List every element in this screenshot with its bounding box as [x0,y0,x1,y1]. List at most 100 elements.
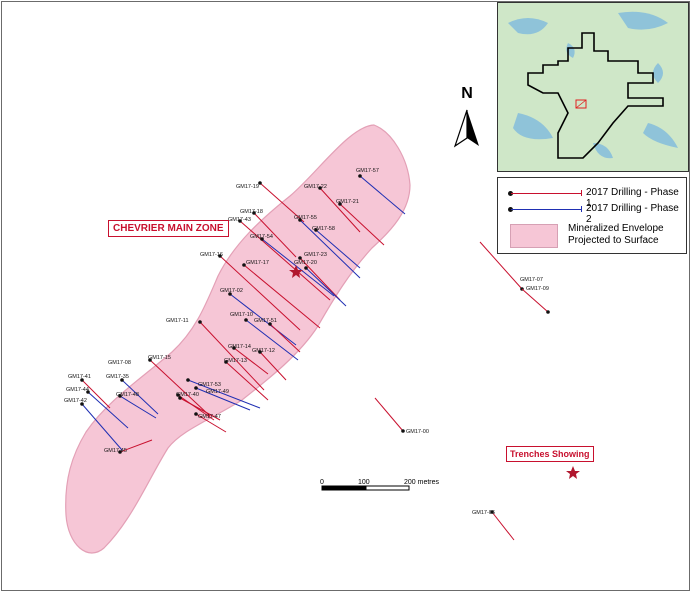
drill-collar [304,266,308,270]
drill-hole-label: GM17-06 [472,510,495,516]
drill-collar [358,174,362,178]
drill-trace [229,293,297,346]
drill-hole-label: GM17-17 [246,260,269,266]
drill-trace [339,203,385,246]
drill-trace [243,264,321,329]
drill-trace [199,321,265,391]
drill-hole-label: GM17-48 [116,392,139,398]
drill-hole-label: GM17-41 [68,374,91,380]
drill-trace [81,403,123,451]
drill-collar [314,228,318,232]
drill-hole-label: GM17-19 [236,184,259,190]
drill-collar [238,219,242,223]
scale-zero: 0 [320,479,324,486]
drill-collar [318,186,322,190]
drill-collar [268,322,272,326]
north-label: N [461,85,473,102]
drill-trace [319,187,361,233]
drill-collar [186,378,190,382]
drill-hole-label: GM17-16 [200,252,223,258]
drill-collar [232,346,236,350]
drill-collar [118,394,122,398]
drill-hole-label: GM17-53 [198,382,221,388]
drill-collar [178,396,182,400]
drill-collar [260,237,264,241]
drill-hole-label: GM17-21 [336,199,359,205]
mineralized-envelope [65,124,411,554]
drill-trace [521,288,549,313]
drill-collar [244,318,248,322]
drill-hole-label: GM17-47 [198,414,221,420]
drill-trace [269,323,301,353]
drill-trace [119,395,157,419]
drill-collar [252,211,256,215]
drill-trace [195,387,251,411]
drill-trace [491,511,515,541]
drill-trace [305,267,347,307]
drill-trace [121,379,159,415]
red-star-icon [289,265,303,278]
drill-trace [219,255,301,331]
drill-hole-label: GM17-18 [240,209,263,215]
drill-collar [194,386,198,390]
north-arrow-icon [453,109,479,148]
inset-location-map [497,2,689,172]
drill-trace [81,379,111,409]
phase2-line-swatch [511,209,581,210]
drill-trace [233,347,269,375]
drill-collar [490,510,494,514]
phase1-line-swatch [511,193,581,194]
collar-dot-icon [508,191,513,196]
drill-hole-label: GM17-13 [224,358,247,364]
drill-trace [299,219,361,279]
drill-collar [298,256,302,260]
scale-mid: 100 [358,479,370,486]
legend-phase2-label: 2017 Drilling - Phase 2 [586,203,679,225]
drill-hole-label: GM17-00 [406,429,429,435]
drill-collar [242,263,246,267]
drill-hole-label: GM17-35 [106,374,129,380]
drill-trace [261,238,335,297]
drill-collar [120,378,124,382]
drill-hole-label: GM17-14 [228,344,251,350]
drill-collar [298,218,302,222]
drill-trace [177,394,215,421]
legend-envelope-line1: Mineralized Envelope [568,223,664,234]
drill-hole-label: GM17-55 [294,215,317,221]
inset-map-graphic [498,3,688,171]
legend-envelope-line2: Projected to Surface [568,235,659,246]
drill-hole-label: GM17-43 [228,217,251,223]
red-star-icon [566,466,580,479]
drill-collar [258,181,262,185]
drill-trace [359,175,406,215]
drill-hole-label: GM17-51 [254,318,277,324]
drill-trace [119,439,153,453]
drill-hole-label: GM17-44 [66,387,89,393]
phase1-cap [581,190,582,196]
scale-bar [321,485,410,491]
drill-trace [259,351,287,381]
drill-hole-label: GM17-07 [520,277,543,283]
drill-hole-label: GM17-57 [356,168,379,174]
drill-trace [245,319,299,361]
drill-trace [253,212,297,258]
drill-hole-label: GM17-02 [220,288,243,294]
drill-trace [259,182,305,223]
drill-hole-label: GM17-10 [230,312,253,318]
phase2-cap [581,206,582,212]
drill-collar [198,320,202,324]
legend-phase1-label: 2017 Drilling - Phase 1 [586,187,679,209]
drill-hole-label: GM17-20 [294,260,317,266]
drill-trace [479,241,523,290]
drill-hole-label: GM17-58 [312,226,335,232]
drill-hole-label: GM17-15 [148,355,171,361]
drill-hole-label: GM17-49 [206,389,229,395]
drill-collar [546,310,550,314]
drill-trace [299,257,341,301]
drill-hole-label: GM17-08 [108,360,131,366]
drill-hole-label: GM17-40 [176,392,199,398]
drill-hole-label: GM17-23 [304,252,327,258]
drill-hole-label: GM17-09 [526,286,549,292]
